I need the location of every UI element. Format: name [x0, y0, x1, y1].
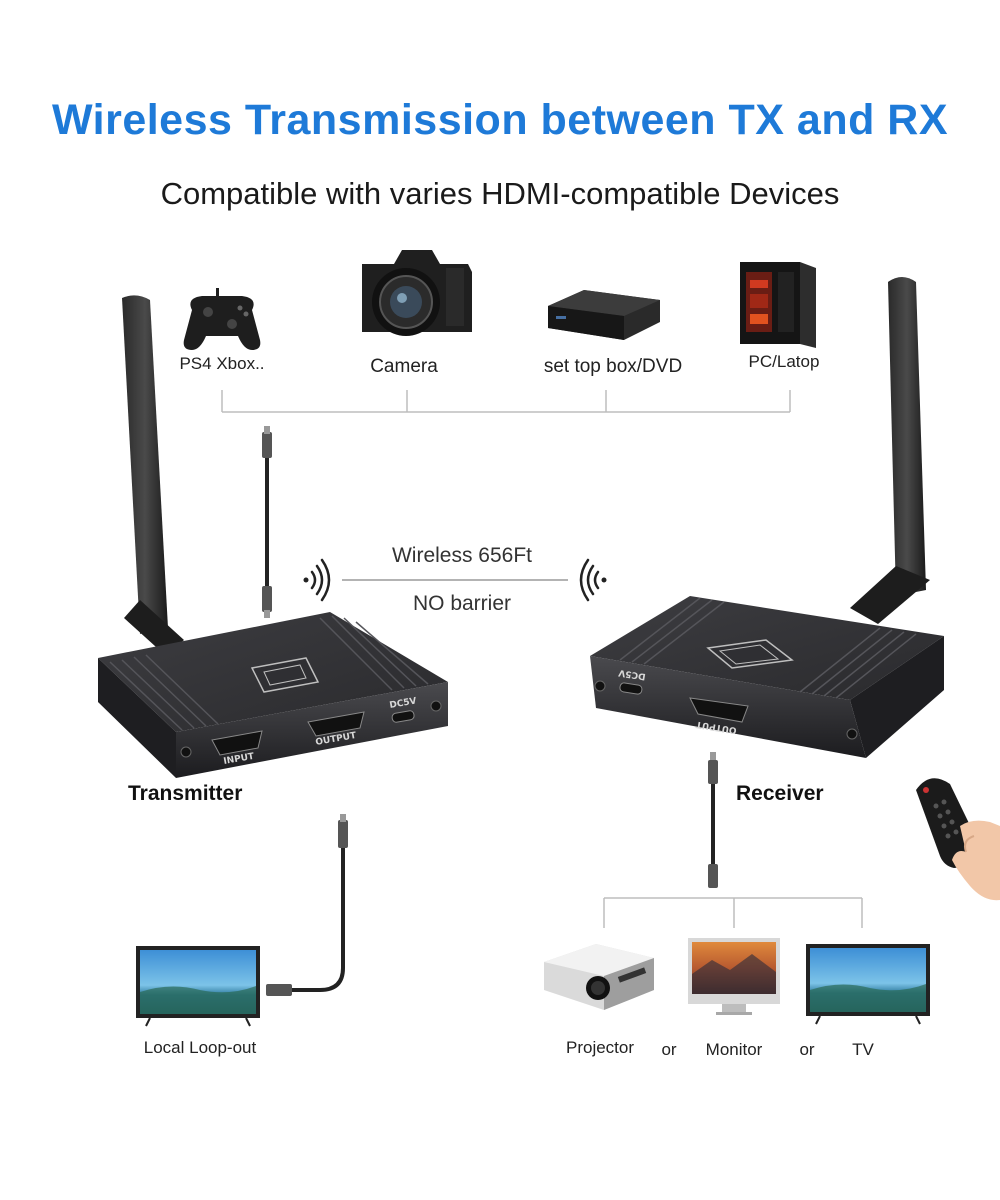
source-label-camera: Camera	[370, 356, 438, 377]
receiver-device: OUTPUT DC5V	[590, 596, 944, 758]
or-separator-1: or	[661, 1040, 677, 1059]
page-title: Wireless Transmission between TX and RX	[51, 96, 949, 144]
loopout-tv-icon	[136, 946, 260, 1027]
loopout-hdmi-cable	[266, 814, 348, 996]
camera-icon	[362, 250, 472, 336]
wireless-signal-icon-rx	[579, 558, 607, 602]
wireless-condition-label: NO barrier	[412, 592, 512, 615]
tx-power-port-label: DC5V	[389, 696, 418, 711]
receiver-antenna	[850, 277, 930, 624]
page-subtitle: Compatible with varies HDMI-compatible D…	[160, 176, 840, 211]
output-label-projector: Projector	[565, 1038, 635, 1057]
monitor-icon	[688, 938, 780, 1015]
output-tv-icon	[806, 944, 930, 1025]
transmitter-label: Transmitter	[128, 782, 243, 805]
transmitter-device: INPUT OUTPUT DC5V	[98, 612, 448, 778]
source-label-gamepad: PS4 Xbox..	[179, 354, 265, 373]
set-top-box-icon	[548, 290, 660, 340]
output-hdmi-cable	[708, 752, 718, 888]
output-label-tv: TV	[852, 1040, 874, 1059]
input-hdmi-cable	[262, 426, 272, 618]
wireless-distance-label: Wireless 656Ft	[391, 544, 533, 567]
source-label-pc: PC/Latop	[748, 352, 820, 371]
or-separator-2: or	[799, 1040, 815, 1059]
projector-icon	[544, 944, 654, 1010]
source-label-set-top-box: set top box/DVD	[543, 356, 683, 377]
loopout-label: Local Loop-out	[143, 1038, 257, 1057]
output-label-monitor: Monitor	[705, 1040, 763, 1059]
rx-power-port-label: DC5V	[618, 667, 647, 681]
transmitter-antenna	[122, 295, 184, 656]
remote-control-icon	[916, 778, 1000, 901]
pc-tower-icon	[740, 262, 816, 348]
wireless-signal-icon-tx	[303, 558, 331, 602]
output-connector-lines	[603, 897, 863, 928]
gamepad-icon	[183, 288, 261, 350]
receiver-label: Receiver	[736, 782, 824, 805]
source-connector-lines	[221, 390, 791, 413]
